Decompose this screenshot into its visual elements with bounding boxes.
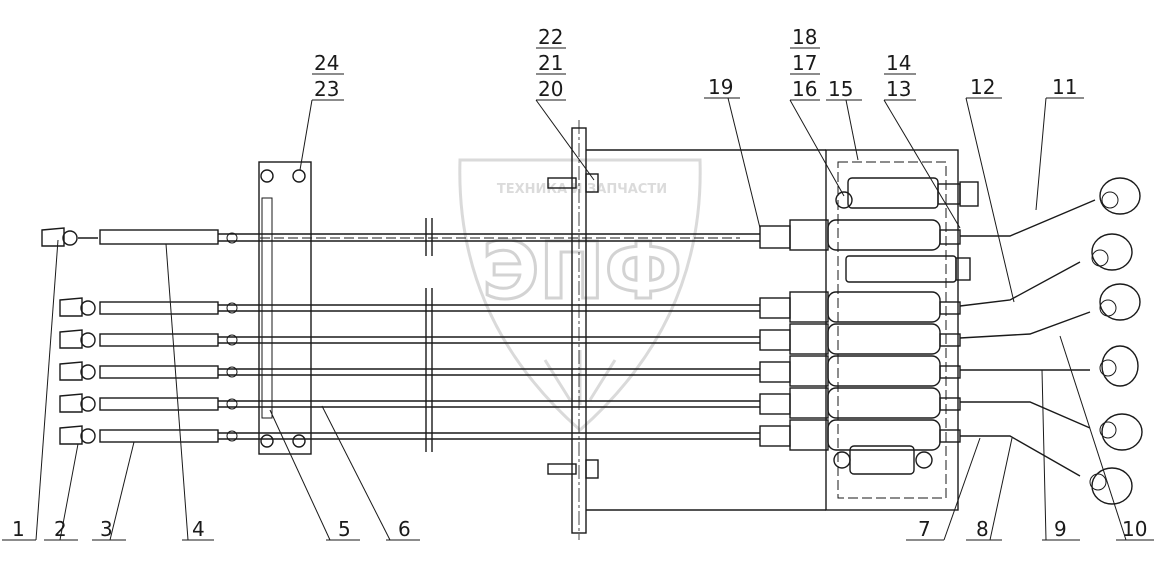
- callout-24: 24: [314, 51, 339, 75]
- callout-4: 4: [192, 517, 205, 541]
- rod-row-1: [41, 219, 961, 251]
- rod-row-4: [59, 355, 961, 387]
- callout-8: 8: [976, 517, 989, 541]
- center-bracket: [547, 120, 826, 540]
- callout-22: 22: [538, 25, 563, 49]
- callout-5: 5: [338, 517, 351, 541]
- valve-housing: [825, 149, 979, 511]
- leader-lines: [2, 97, 1154, 541]
- left-mounting-plate: [258, 161, 312, 455]
- rod-clevises: [226, 232, 238, 442]
- rod-row-5: [59, 387, 961, 419]
- callout-12: 12: [970, 75, 995, 99]
- output-levers: [959, 177, 1143, 505]
- callout-11: 11: [1052, 75, 1077, 99]
- callout-19: 19: [708, 75, 733, 99]
- callout-labels: 1 2 3 4 5 6 7 8 9 10 11 12 15 19 24 23 2…: [12, 25, 1147, 541]
- callout-23: 23: [314, 77, 339, 101]
- callout-17: 17: [792, 51, 817, 75]
- callout-13: 13: [886, 77, 911, 101]
- callout-7: 7: [918, 517, 931, 541]
- break-marks: [425, 218, 433, 452]
- callout-3: 3: [100, 517, 113, 541]
- rod-row-2: [59, 291, 961, 323]
- callout-10: 10: [1122, 517, 1147, 541]
- callout-18: 18: [792, 25, 817, 49]
- callout-20: 20: [538, 77, 563, 101]
- callout-1: 1: [12, 517, 25, 541]
- callout-6: 6: [398, 517, 411, 541]
- watermark-caption: ТЕХНИКА И ЗАПЧАСТИ: [497, 182, 667, 197]
- callout-14: 14: [886, 51, 911, 75]
- wheat-emblem-icon: [543, 350, 617, 405]
- watermark-shield-icon: [458, 158, 702, 432]
- control-rods: [41, 218, 961, 452]
- watermark: ТЕХНИКА И ЗАПЧАСТИ ЭПФ: [458, 158, 702, 432]
- callout-15: 15: [828, 77, 853, 101]
- callout-9: 9: [1054, 517, 1067, 541]
- rod-row-3: [59, 323, 961, 355]
- rod-row-6: [59, 419, 961, 451]
- callout-2: 2: [54, 517, 67, 541]
- callout-21: 21: [538, 51, 563, 75]
- callout-16: 16: [792, 77, 817, 101]
